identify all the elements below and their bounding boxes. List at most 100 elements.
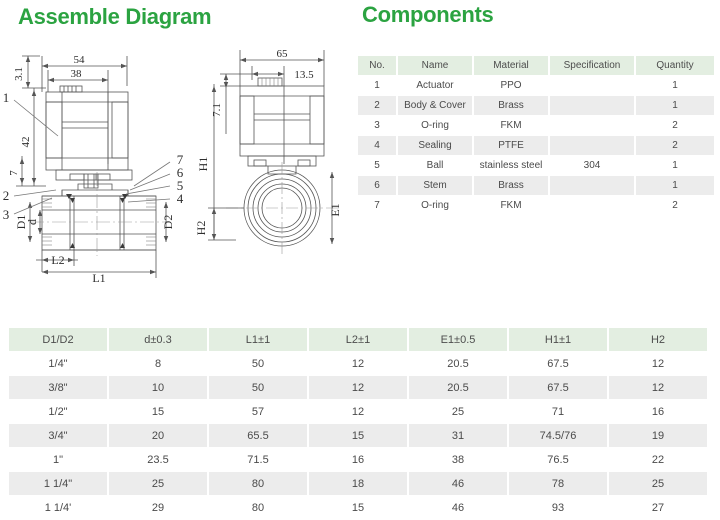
page-title-components: Components <box>362 2 494 27</box>
cell-material: PTFE <box>474 136 548 155</box>
cell-d1-d2: 1/2" <box>9 400 107 423</box>
cell-no: 6 <box>358 176 396 195</box>
cell-l1: 50 <box>209 352 307 375</box>
dim-65: 65 <box>277 48 289 60</box>
cell-e1: 20.5 <box>409 376 507 399</box>
cell-l1: 50 <box>209 376 307 399</box>
cell-h2: 16 <box>609 400 707 423</box>
cell-quantity: 1 <box>636 176 714 195</box>
assemble-diagram-side-view: 65 13.5 7.1 H1 H2 E1 <box>196 48 342 256</box>
cell-l1: 80 <box>209 496 307 519</box>
cell-l2: 16 <box>309 448 407 471</box>
dim-E1: E1 <box>328 203 342 216</box>
dim-D1: D1 <box>14 215 28 230</box>
cell-e1: 20.5 <box>409 352 507 375</box>
cell-quantity: 2 <box>636 116 714 135</box>
table-row: 6 Stem Brass 1 <box>358 176 714 195</box>
column-header-no: No. <box>358 56 396 75</box>
callout-1: 1 <box>3 90 10 105</box>
cell-specification: 304 <box>550 156 634 175</box>
dim-d: d <box>25 219 39 225</box>
cell-name: O-ring <box>398 196 472 215</box>
cell-name: Actuator <box>398 76 472 95</box>
column-header-l2: L2±1 <box>309 328 407 351</box>
dim-42: 42 <box>20 137 32 148</box>
cell-h1: 78 <box>509 472 607 495</box>
cell-d1-d2: 1/4" <box>9 352 107 375</box>
table-row: 1 Actuator PPO 1 <box>358 76 714 95</box>
cell-quantity: 1 <box>636 96 714 115</box>
cell-d: 10 <box>109 376 207 399</box>
cell-no: 4 <box>358 136 396 155</box>
dim-3-1: 3.1 <box>13 67 25 81</box>
cell-e1: 31 <box>409 424 507 447</box>
cell-no: 3 <box>358 116 396 135</box>
cell-l1: 57 <box>209 400 307 423</box>
cell-no: 2 <box>358 96 396 115</box>
dim-D2: D2 <box>161 215 175 230</box>
table-row: 4 Sealing PTFE 2 <box>358 136 714 155</box>
dim-54: 54 <box>74 54 86 66</box>
callout-3: 3 <box>3 207 10 222</box>
table-row: 5 Ball stainless steel 304 1 <box>358 156 714 175</box>
dimension-specification-table: D1/D2 d±0.3 L1±1 L2±1 E1±0.5 H1±1 H2 1/4… <box>7 327 709 520</box>
cell-d: 20 <box>109 424 207 447</box>
cell-h2: 25 <box>609 472 707 495</box>
cell-e1: 46 <box>409 496 507 519</box>
dim-7: 7 <box>8 170 20 176</box>
cell-specification <box>550 116 634 135</box>
table-row: 1 1/4" 25 80 18 46 78 25 <box>9 472 707 495</box>
callout-5: 5 <box>177 178 184 193</box>
cell-quantity: 1 <box>636 76 714 95</box>
table-row: 7 O-ring FKM 2 <box>358 196 714 215</box>
column-header-e1: E1±0.5 <box>409 328 507 351</box>
cell-specification <box>550 176 634 195</box>
table-row: 3/4" 20 65.5 15 31 74.5/76 19 <box>9 424 707 447</box>
dim-7-1: 7.1 <box>211 103 223 117</box>
cell-quantity: 1 <box>636 156 714 175</box>
dim-38: 38 <box>71 68 83 80</box>
components-table: No. Name Material Specification Quantity… <box>356 55 716 216</box>
dim-H1: H1 <box>196 157 210 172</box>
assemble-diagram-front-view: 54 38 3.1 42 7 D1 d D2 L2 L1 1 2 3 7 6 5… <box>3 54 184 284</box>
cell-quantity: 2 <box>636 136 714 155</box>
table-row: 1/4" 8 50 12 20.5 67.5 12 <box>9 352 707 375</box>
page-title-assemble-diagram: Assemble Diagram <box>18 4 212 29</box>
cell-specification <box>550 136 634 155</box>
dim-H2: H2 <box>196 221 208 236</box>
cell-h1: 67.5 <box>509 352 607 375</box>
cell-h1: 93 <box>509 496 607 519</box>
cell-h1: 67.5 <box>509 376 607 399</box>
table-row: 1" 23.5 71.5 16 38 76.5 22 <box>9 448 707 471</box>
cell-l2: 15 <box>309 424 407 447</box>
cell-h2: 27 <box>609 496 707 519</box>
cell-d1-d2: 1 1/4' <box>9 496 107 519</box>
callout-2: 2 <box>3 188 10 203</box>
cell-l2: 18 <box>309 472 407 495</box>
callout-4: 4 <box>177 191 184 206</box>
table-row: 2 Body & Cover Brass 1 <box>358 96 714 115</box>
cell-l2: 12 <box>309 376 407 399</box>
cell-h1: 76.5 <box>509 448 607 471</box>
dimension-table-header-row: D1/D2 d±0.3 L1±1 L2±1 E1±0.5 H1±1 H2 <box>9 328 707 351</box>
cell-d1-d2: 1" <box>9 448 107 471</box>
cell-no: 7 <box>358 196 396 215</box>
cell-l1: 80 <box>209 472 307 495</box>
cell-l2: 15 <box>309 496 407 519</box>
table-row: 3 O-ring FKM 2 <box>358 116 714 135</box>
table-row: 3/8" 10 50 12 20.5 67.5 12 <box>9 376 707 399</box>
cell-no: 5 <box>358 156 396 175</box>
cell-e1: 46 <box>409 472 507 495</box>
cell-no: 1 <box>358 76 396 95</box>
cell-quantity: 2 <box>636 196 714 215</box>
dim-L1: L1 <box>92 271 105 284</box>
cell-specification <box>550 76 634 95</box>
table-row: 1/2" 15 57 12 25 71 16 <box>9 400 707 423</box>
table-row: 1 1/4' 29 80 15 46 93 27 <box>9 496 707 519</box>
column-header-quantity: Quantity <box>636 56 714 75</box>
dim-13-5: 13.5 <box>294 69 314 81</box>
callout-7: 7 <box>177 152 184 167</box>
cell-l1: 71.5 <box>209 448 307 471</box>
column-header-d: d±0.3 <box>109 328 207 351</box>
cell-material: FKM <box>474 196 548 215</box>
